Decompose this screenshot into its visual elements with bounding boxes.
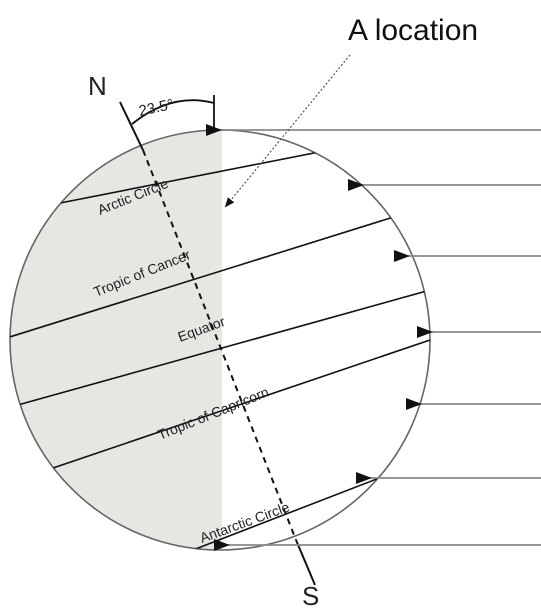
tilt-angle-label: 23.5° xyxy=(137,96,175,120)
location-pointer-line xyxy=(224,54,351,208)
north-label: N xyxy=(88,71,107,101)
tropic-of-cancer-line xyxy=(10,214,401,341)
diagram-title: A location xyxy=(348,14,478,47)
south-label: S xyxy=(302,581,319,611)
axis-dashed xyxy=(142,149,297,541)
axis-solid-bottom xyxy=(295,539,316,586)
axis-solid-top xyxy=(119,101,144,151)
equator-line xyxy=(10,289,430,411)
tilt-angle-arc xyxy=(131,99,215,125)
tropic-of-capricorn-line xyxy=(10,339,430,487)
sun-rays xyxy=(206,124,541,551)
